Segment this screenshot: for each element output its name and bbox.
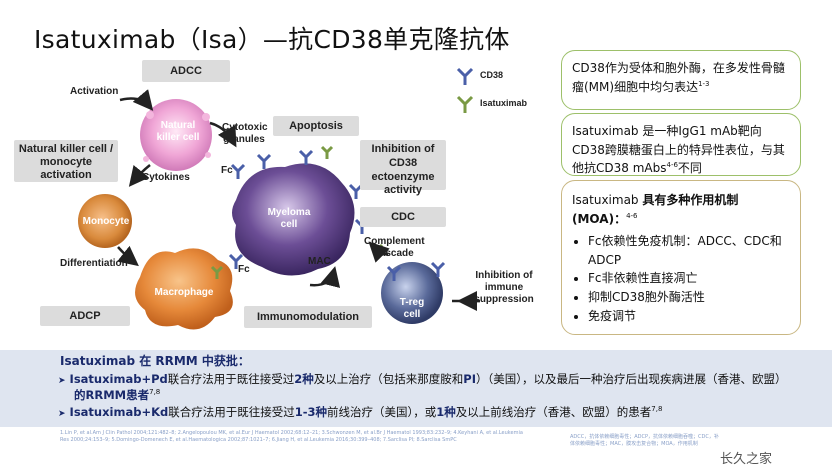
complement-cascade-label: Complement cascade (364, 236, 425, 259)
moa-heading-bold: 具有多种作用机制 (642, 193, 739, 207)
macrophage-cell (135, 248, 233, 330)
line2-text2: 前线治疗（美国），或 (327, 405, 437, 419)
card1-sup: 1-3 (698, 79, 710, 88)
moa-item: Fc依赖性免疫机制：ADCC、CDC和ADCP (588, 232, 790, 269)
line1-bold2: 2种 (294, 372, 314, 386)
moa-heading: Isatuximab 具有多种作用机制 (MOA)：4-6 (572, 191, 790, 228)
cytokines-label: Cytokines (142, 172, 190, 183)
natural-killer-cell (140, 99, 212, 171)
card1-text: CD38作为受体和胞外酶，在多发性骨髓瘤(MM)细胞中均匀表达 (572, 61, 785, 94)
myeloma-cell-label: Myeloma cell (267, 207, 311, 230)
adcp-box: ADCP (40, 306, 130, 326)
treg-cell-label: T-reg cell (399, 297, 425, 320)
cdc-box: CDC (360, 207, 446, 227)
approval-line-1: ➤Isatuximab+Pd联合疗法用于既往接受过2种及以上治疗（包括来那度胺和… (58, 371, 786, 387)
line2-bold2: 1-3种 (294, 405, 328, 419)
moa-heading-name: Isatuximab (572, 193, 639, 207)
cd38-legend-label: CD38 (480, 70, 504, 80)
line1-bold: Isatuximab+Pd (69, 372, 168, 386)
approval-band (0, 350, 832, 427)
monocyte-cell (78, 194, 132, 248)
moa-item: Fc非依赖性直接凋亡 (588, 269, 790, 288)
isatuximab-legend-label: Isatuximab (480, 98, 528, 108)
monocyte-label: Monocyte (82, 216, 130, 227)
adcc-box: ADCC (142, 60, 230, 82)
line2-bold3: 1种 (436, 405, 456, 419)
fc-top-label: Fc (221, 165, 233, 176)
abbreviations: ADCC，抗体依赖细胞毒性；ADCP，抗体依赖细胞吞噬；CDC，补体依赖细胞毒性… (570, 434, 719, 447)
mac-label: MAC (308, 256, 331, 267)
immunomodulation-box: Immunomodulation (244, 306, 372, 328)
flow-arrows (117, 89, 480, 311)
line2-sup: 7,8 (651, 405, 663, 414)
cd38-legend-icon (456, 67, 474, 85)
isatuximab-legend-icon (456, 95, 474, 113)
moa-card: Isatuximab 具有多种作用机制 (MOA)：4-6 Fc依赖性免疫机制：… (561, 180, 801, 335)
cytotoxic-granules-label: Cytotoxic granules (222, 122, 268, 145)
card2-sup: 4-6 (666, 161, 678, 170)
page-title: Isatuximab（Isa）—抗CD38单克隆抗体 (34, 25, 510, 54)
moa-list: Fc依赖性免疫机制：ADCC、CDC和ADCP Fc非依赖性直接凋亡 抑制CD3… (572, 232, 790, 325)
line2-text3: 及以上前线治疗（香港、欧盟）的患者 (455, 405, 652, 419)
treg-cell (381, 262, 443, 324)
approval-line-1b: 的RRMM患者7,8 (74, 387, 160, 403)
check-icon: ➤ (58, 409, 66, 419)
line1-text2: 及以上治疗（包括来那度胺和 (313, 372, 464, 386)
references: 1.Lin P, et al.Am J Clin Pathol 2004;121… (60, 430, 523, 443)
approval-line-2: ➤Isatuximab+Kd联合疗法用于既往接受过1-3种前线治疗（美国），或1… (58, 404, 662, 420)
check-icon: ➤ (58, 376, 66, 386)
nk-cell-label: Natural killer cell (156, 120, 200, 143)
inhibition-cd38-box: Inhibition of CD38 ectoenzyme activity (360, 140, 446, 196)
nk-monocyte-activation-box: Natural killer cell / monocyte activatio… (14, 140, 118, 182)
isatuximab-description-card: Isatuximab 是一种IgG1 mAb靶向CD38跨膜糖蛋白上的特异性表位… (561, 113, 801, 176)
mechanism-diagram (78, 67, 480, 330)
card2-tail: 不同 (677, 161, 702, 176)
line2-bold: Isatuximab+Kd (69, 405, 169, 419)
cd38-expression-card: CD38作为受体和胞外酶，在多发性骨髓瘤(MM)细胞中均匀表达1-3 (561, 50, 801, 110)
line1-text3: ）（美国），以及最后一种治疗后出现疾病进展（香港、欧盟） (475, 372, 787, 386)
line1b-bold: 的RRMM患者 (74, 388, 150, 402)
line2-text: 联合疗法用于既往接受过 (168, 405, 295, 419)
moa-heading-moa: (MOA)： (572, 211, 627, 226)
apoptosis-box: Apoptosis (273, 116, 359, 136)
line1-text: 联合疗法用于既往接受过 (167, 372, 295, 386)
moa-item: 抑制CD38胞外酶活性 (588, 288, 790, 307)
activation-label: Activation (70, 86, 119, 97)
moa-sup: 4-6 (626, 211, 638, 220)
line1-bold3: PI (463, 372, 476, 386)
card2-text: Isatuximab 是一种IgG1 mAb靶向CD38跨膜糖蛋白上的特异性表位… (572, 124, 785, 176)
differentiation-label: Differentiation (60, 258, 128, 269)
moa-item: 免疫调节 (588, 307, 790, 326)
fc-bottom-label: Fc (238, 264, 250, 275)
inhibition-immune-label: Inhibition of immune suppression (474, 270, 534, 305)
macrophage-label: Macrophage (154, 287, 214, 298)
line1b-sup: 7,8 (149, 388, 161, 397)
watermark: 长久之家 (720, 452, 773, 467)
myeloma-cell (232, 163, 355, 276)
approval-title: Isatuximab 在 RRMM 中获批： (60, 354, 250, 368)
